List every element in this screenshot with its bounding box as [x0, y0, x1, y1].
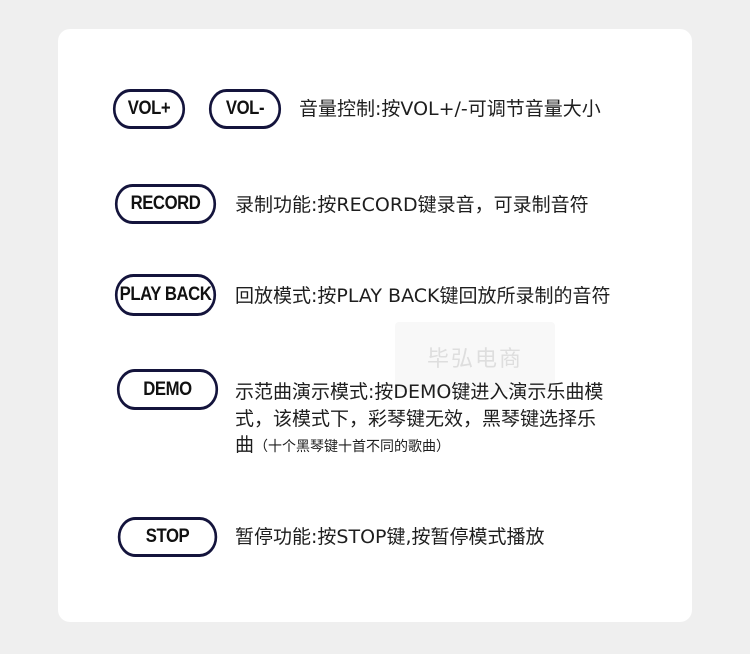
demo-description-line-2: 式，该模式下，彩琴键无效，黑琴键选择乐 [235, 408, 597, 430]
play-back-description: 回放模式:按PLAY BACK键回放所录制的音符 [235, 285, 611, 307]
demo-description-line-3: 曲（十个黑琴键十首不同的歌曲） [235, 431, 450, 461]
record-label: RECORD [130, 193, 201, 214]
record-description: 录制功能:按RECORD键录音，可录制音符 [235, 194, 589, 216]
stop-label: STOP [145, 526, 190, 547]
watermark-text: 毕弘电商 [426, 347, 523, 372]
volume-description: 音量控制:按VOL+/-可调节音量大小 [299, 98, 601, 120]
demo-description-note: （十个黑琴键十首不同的歌曲） [254, 439, 451, 455]
vol-plus-button[interactable]: VOL+ [112, 89, 186, 129]
watermark: 毕弘电商 [395, 322, 555, 392]
demo-button[interactable]: DEMO [116, 369, 219, 410]
stop-button[interactable]: STOP [117, 517, 218, 557]
demo-description-line-1: 示范曲演示模式:按DEMO键进入演示乐曲模 [235, 381, 604, 403]
vol-minus-button[interactable]: VOL- [208, 89, 282, 129]
record-button[interactable]: RECORD [114, 184, 217, 224]
demo-label: DEMO [143, 378, 192, 400]
vol-plus-label: VOL+ [127, 98, 171, 119]
vol-minus-label: VOL- [225, 98, 265, 119]
play-back-label: PLAY BACK [119, 284, 212, 305]
play-back-button[interactable]: PLAY BACK [114, 274, 217, 316]
stop-description: 暂停功能:按STOP键,按暂停模式播放 [235, 526, 545, 548]
demo-description-line-3-main: 曲 [235, 434, 255, 456]
